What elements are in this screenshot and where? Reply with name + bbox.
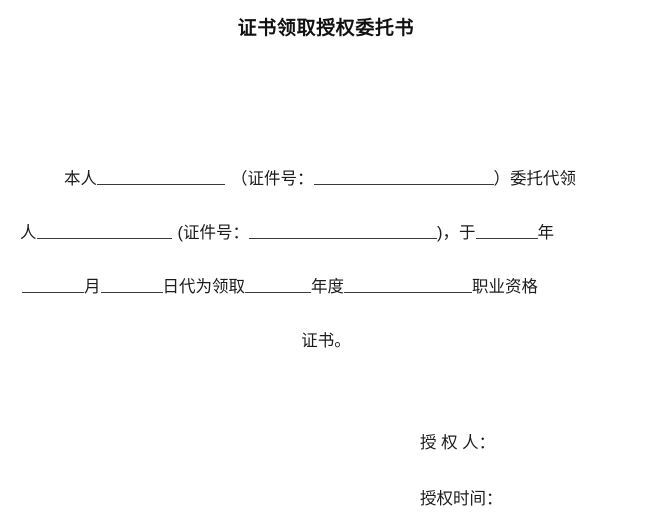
day-blank[interactable] [100,275,163,293]
month-blank[interactable] [22,275,84,293]
entrust-label: 委托代领 [510,170,576,188]
self-id-label: （证件号： [231,170,314,188]
agent-id-label: (证件号： [177,224,250,242]
body-line-4: 证书。 [0,324,652,364]
agent-id-blank[interactable] [249,221,437,239]
closing-label: 证书。 [301,332,351,350]
authorizer-label: 授 权 人： [420,434,496,452]
agent-id-paren-close: ) [437,224,443,242]
qualification-label: 职业资格 [472,278,538,296]
signature-block: 授 权 人： 授权时间： [420,430,652,512]
self-label: 本人 [64,170,97,188]
self-id-paren-close: ） [493,170,511,188]
self-name-blank[interactable] [97,167,225,185]
comma-separator: ， [442,224,460,242]
body-line-3: 月 日代为领取 年度 职业资格 [0,270,652,324]
year-unit-label: 年 [537,224,555,242]
year-blank[interactable] [475,221,538,239]
month-unit-label: 月 [84,278,101,296]
at-label: 于 [459,224,476,242]
body-line-1: 本人 （证件号： ）委托代领 [0,162,652,216]
body-line-2: 人 (证件号：)，于 年 [0,216,652,270]
self-id-blank[interactable] [313,167,494,185]
day-unit-label: 日 [162,278,180,296]
agent-label: 人 [20,224,37,242]
agent-name-blank[interactable] [36,221,172,239]
certificate-year-blank[interactable] [245,275,311,293]
authorization-date-label: 授权时间： [420,490,503,508]
qualification-category-blank[interactable] [344,275,472,293]
year-of-label: 年度 [311,278,344,296]
collect-action-label: 代为领取 [179,278,245,296]
page-title: 证书领取授权委托书 [237,18,415,39]
document-body: 本人 （证件号： ）委托代领 人 (证件号：)，于 年 月 日代为领取 年度 职业资格 证书。 [0,162,652,364]
